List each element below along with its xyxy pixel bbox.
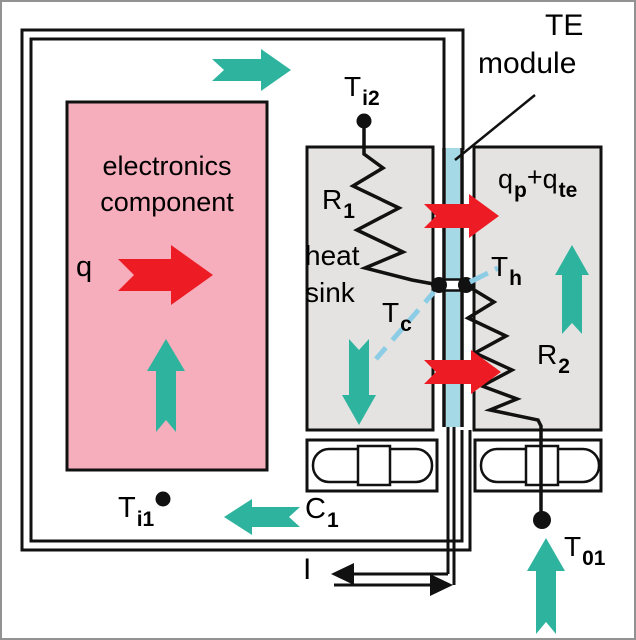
resistor-r2-zigzag: [464, 283, 543, 512]
t-01-node: [533, 511, 551, 529]
airflow-top-arrow-icon: [212, 49, 291, 91]
t-c-pointer-line: [374, 290, 436, 361]
current-arrowhead-left-icon: [331, 563, 354, 585]
electronics-component-label: electronics component: [100, 151, 234, 217]
enclosure-inner-wall: [29, 37, 464, 543]
heat-flow-q-arrow-icon: [118, 245, 213, 305]
heat-sink-label: heat sink: [305, 240, 360, 308]
t-01-label: T01: [564, 531, 606, 570]
airflow-right-sink-up-arrow-icon: [555, 245, 589, 334]
r-1-label: R1: [322, 184, 355, 223]
t-c-label: Tc: [382, 297, 412, 336]
resistor-r1-zigzag: [349, 128, 440, 287]
te-module-label-line2: module: [478, 47, 577, 80]
airflow-left-sink-down-arrow-icon: [342, 339, 376, 425]
heat-sink-left-body: [305, 145, 435, 432]
heat-flow-lower-arrow-icon: [424, 350, 501, 394]
airflow-component-up-arrow-icon: [147, 339, 185, 432]
t-i2-node: [356, 113, 372, 129]
current-arrowhead-right-icon: [430, 574, 453, 596]
t-i1-node: [155, 491, 171, 507]
t-h-label: Th: [491, 251, 522, 290]
q-label: q: [76, 251, 93, 283]
fan-right: [473, 438, 603, 493]
t-i1-label: Ti1: [118, 492, 155, 531]
t-i2-label: Ti2: [344, 71, 380, 110]
fan-left: [305, 438, 439, 493]
airflow-t01-up-arrow-icon: [527, 538, 565, 634]
junction-gap: [445, 278, 461, 292]
t-c-node: [431, 277, 447, 293]
c-1-label: C1: [305, 493, 339, 532]
te-module-label-line1: TE: [545, 9, 584, 42]
enclosure-outer-wall: [20, 28, 472, 552]
fan-left-hub: [356, 444, 392, 487]
airflow-c1-left-arrow-icon: [224, 499, 300, 535]
q-sum-label: qp+qte: [498, 162, 578, 202]
t-h-pointer-line: [468, 265, 500, 285]
te-module-pointer-line: [454, 94, 536, 161]
r-2-label: R2: [537, 339, 570, 378]
heat-flow-upper-arrow-icon: [424, 194, 499, 238]
current-label: I: [303, 553, 312, 586]
